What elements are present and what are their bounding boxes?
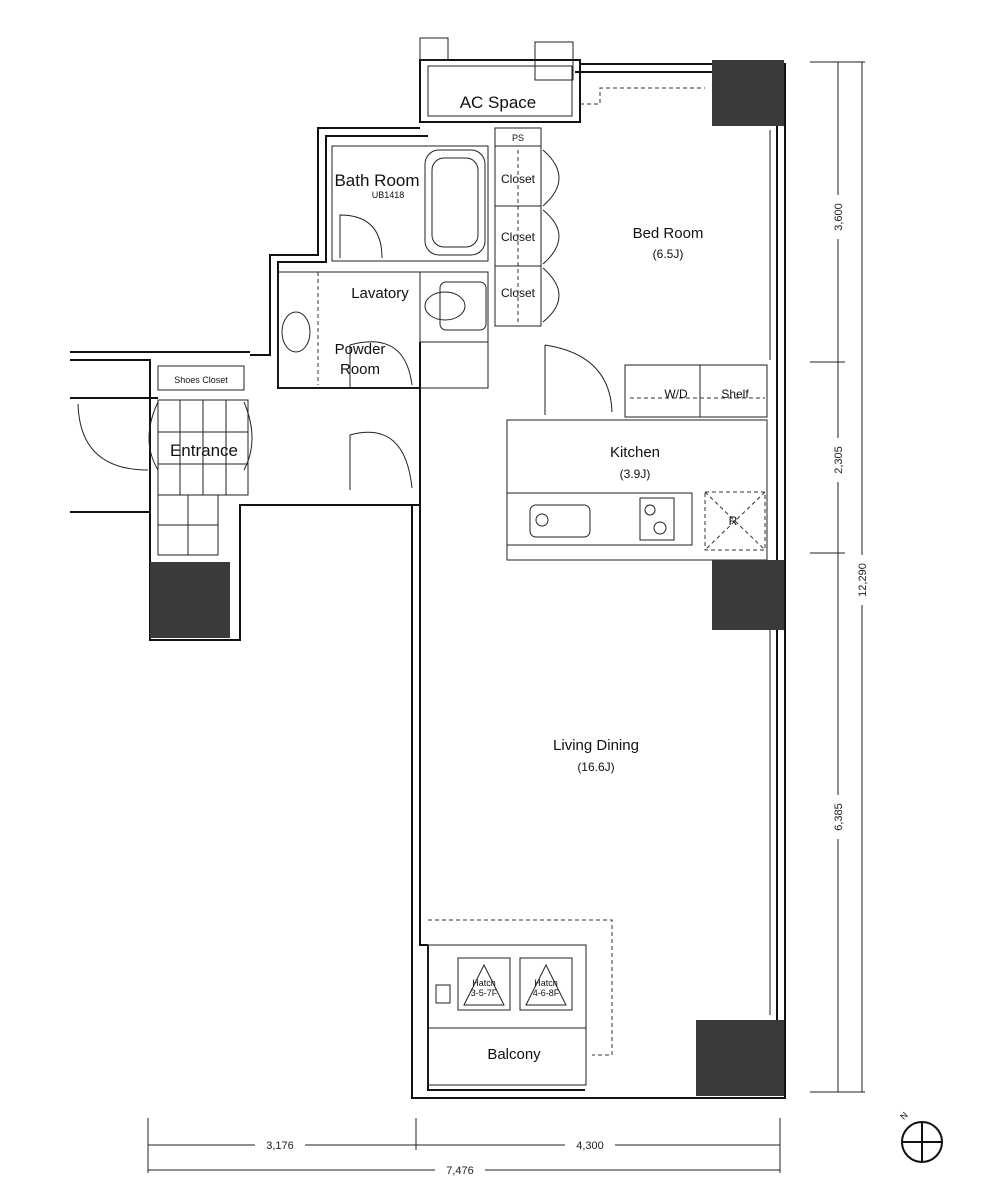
bed-room: Bed Room (6.5J) xyxy=(544,60,784,415)
dim-bottom-total: 7,476 xyxy=(446,1165,474,1177)
powder-room-label-2: Room xyxy=(340,361,380,378)
bed-room-label: Bed Room xyxy=(633,225,704,242)
kitchen-label: Kitchen xyxy=(610,444,660,461)
closet-1-label: Closet xyxy=(501,172,536,186)
kitchen: Kitchen (3.9J) R xyxy=(506,419,768,561)
bed-room-size: (6.5J) xyxy=(653,247,684,261)
hatch-2-label-b: 4-6-8F xyxy=(533,988,560,998)
bottom-dimensions: 3,176 4,300 7,476 xyxy=(147,1118,781,1178)
bath-unit-label: UB1418 xyxy=(372,190,405,200)
ps-label: PS xyxy=(512,133,524,143)
closet-3-label: Closet xyxy=(501,286,536,300)
hatch-2-label-a: Hatch xyxy=(534,978,558,988)
ac-space-label: AC Space xyxy=(460,93,537,112)
laundry-shelf: W/D Shelf xyxy=(624,364,768,418)
shoes-closet-label: Shoes Closet xyxy=(174,375,228,385)
compass-icon: N xyxy=(898,1110,943,1163)
dim-right-2: 2,305 xyxy=(833,446,845,474)
fridge-label: R xyxy=(729,514,738,528)
living-dining-size: (16.6J) xyxy=(577,760,614,774)
bath-room: Bath Room UB1418 xyxy=(331,145,489,262)
dim-bottom-2: 4,300 xyxy=(576,1140,604,1152)
dim-right-total: 12,290 xyxy=(857,563,869,597)
dim-right-1: 3,600 xyxy=(833,203,845,231)
balcony-label: Balcony xyxy=(487,1046,541,1063)
balcony: Hatch 3-5-7F Hatch 4-6-8F Balcony xyxy=(427,944,784,1096)
lavatory-label: Lavatory xyxy=(351,285,409,302)
dim-right-3: 6,385 xyxy=(833,803,845,831)
lavatory: Lavatory Powder Room xyxy=(277,271,489,389)
right-dimensions: 3,600 2,305 6,385 12,290 xyxy=(810,61,874,1093)
closet-2-label: Closet xyxy=(501,230,536,244)
entrance-tiles xyxy=(157,399,249,556)
ac-space: AC Space xyxy=(419,37,574,112)
entrance: Shoes Closet Entrance xyxy=(77,365,413,638)
wd-label: W/D xyxy=(664,387,688,401)
closets: PS Closet Closet Closet xyxy=(494,127,560,327)
entrance-label: Entrance xyxy=(170,441,238,460)
living-dining: Living Dining (16.6J) xyxy=(428,560,784,1056)
bath-room-label: Bath Room xyxy=(334,171,419,190)
hatch-1-label-a: Hatch xyxy=(472,978,496,988)
living-dining-label: Living Dining xyxy=(553,737,639,754)
dim-bottom-1: 3,176 xyxy=(266,1140,294,1152)
hatch-1-label-b: 3-5-7F xyxy=(471,988,498,998)
compass-north-label: N xyxy=(898,1110,910,1122)
kitchen-size: (3.9J) xyxy=(620,467,651,481)
powder-room-label-1: Powder xyxy=(335,341,386,358)
shelf-label: Shelf xyxy=(721,387,749,401)
